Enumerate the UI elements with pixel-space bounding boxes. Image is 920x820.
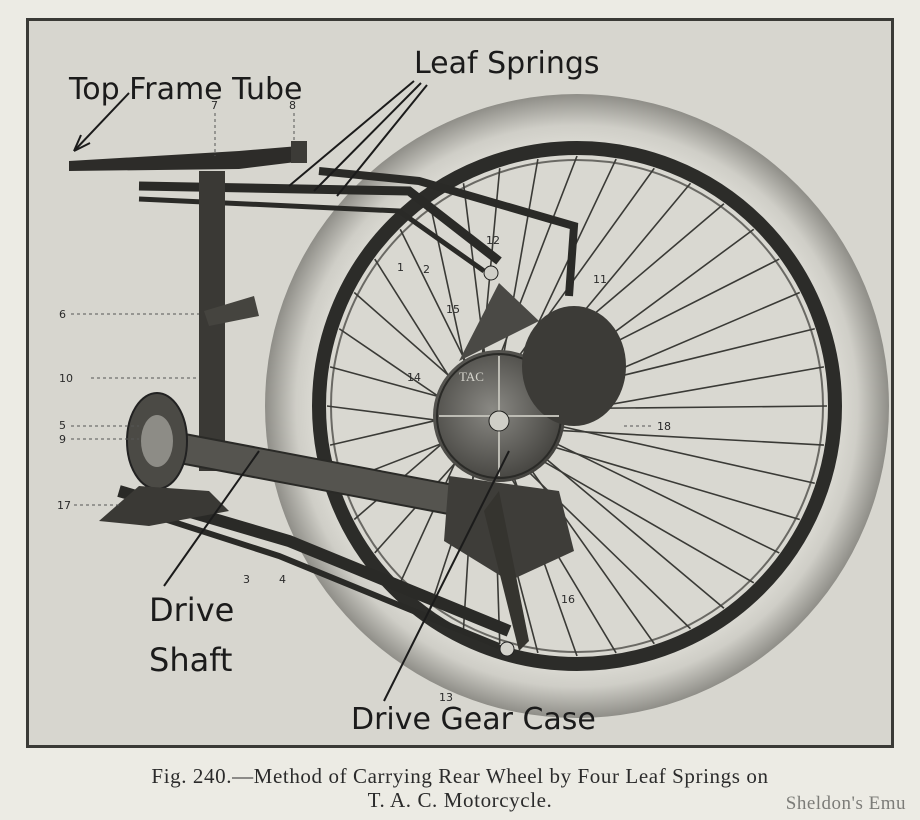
- part-number-18: 18: [657, 420, 671, 433]
- part-number-7: 7: [211, 99, 218, 112]
- spoke: [517, 450, 655, 645]
- label-shaft: Shaft: [149, 641, 232, 679]
- part-number-1: 1: [397, 261, 404, 274]
- part-number-2: 2: [423, 263, 430, 276]
- caption-line-1: Fig. 240.—Method of Carrying Rear Wheel …: [151, 764, 769, 788]
- part-number-14: 14: [407, 371, 421, 384]
- watermark: Sheldon's Emu: [785, 793, 906, 814]
- part-number-9: 9: [59, 433, 66, 446]
- caption-line-2: T. A. C. Motorcycle.: [367, 788, 553, 812]
- leader-lines: [73, 80, 510, 702]
- spoke: [491, 155, 578, 377]
- spokes: [326, 155, 828, 657]
- photo-plate: TAC: [26, 18, 894, 748]
- part-number-4: 4: [279, 573, 286, 586]
- part-number-15: 15: [446, 303, 460, 316]
- part-number-8: 8: [289, 99, 296, 112]
- label-drive-gear-case: Drive Gear Case: [351, 702, 596, 737]
- top-frame-tube: [69, 141, 307, 171]
- drive-shaft: [126, 392, 574, 657]
- vertical-frame-tube: [199, 171, 259, 471]
- part-number-11: 11: [593, 273, 607, 286]
- leaf-springs: [117, 167, 579, 649]
- label-leaf-springs: Leaf Springs: [414, 46, 600, 81]
- figure-caption: Fig. 240.—Method of Carrying Rear Wheel …: [0, 764, 920, 812]
- footrest: [99, 486, 229, 526]
- part-number-12: 12: [486, 234, 500, 247]
- part-number-3: 3: [243, 573, 250, 586]
- label-drive: Drive: [149, 591, 234, 629]
- motorcycle-rear-wheel-illustration: TAC: [57, 46, 889, 737]
- number-leader-lines: [71, 113, 654, 506]
- case-lettering: TAC: [459, 369, 484, 384]
- part-number-6: 6: [59, 308, 66, 321]
- spoke: [538, 420, 815, 485]
- spoke: [527, 443, 725, 609]
- part-number-10: 10: [59, 372, 73, 385]
- part-number-13: 13: [439, 691, 453, 704]
- spoke: [534, 432, 780, 554]
- label-top-frame-tube: Top Frame Tube: [68, 72, 302, 107]
- part-number-17: 17: [57, 499, 71, 512]
- gear-case: [433, 265, 626, 482]
- part-number-16: 16: [561, 593, 575, 606]
- part-number-5: 5: [59, 419, 66, 432]
